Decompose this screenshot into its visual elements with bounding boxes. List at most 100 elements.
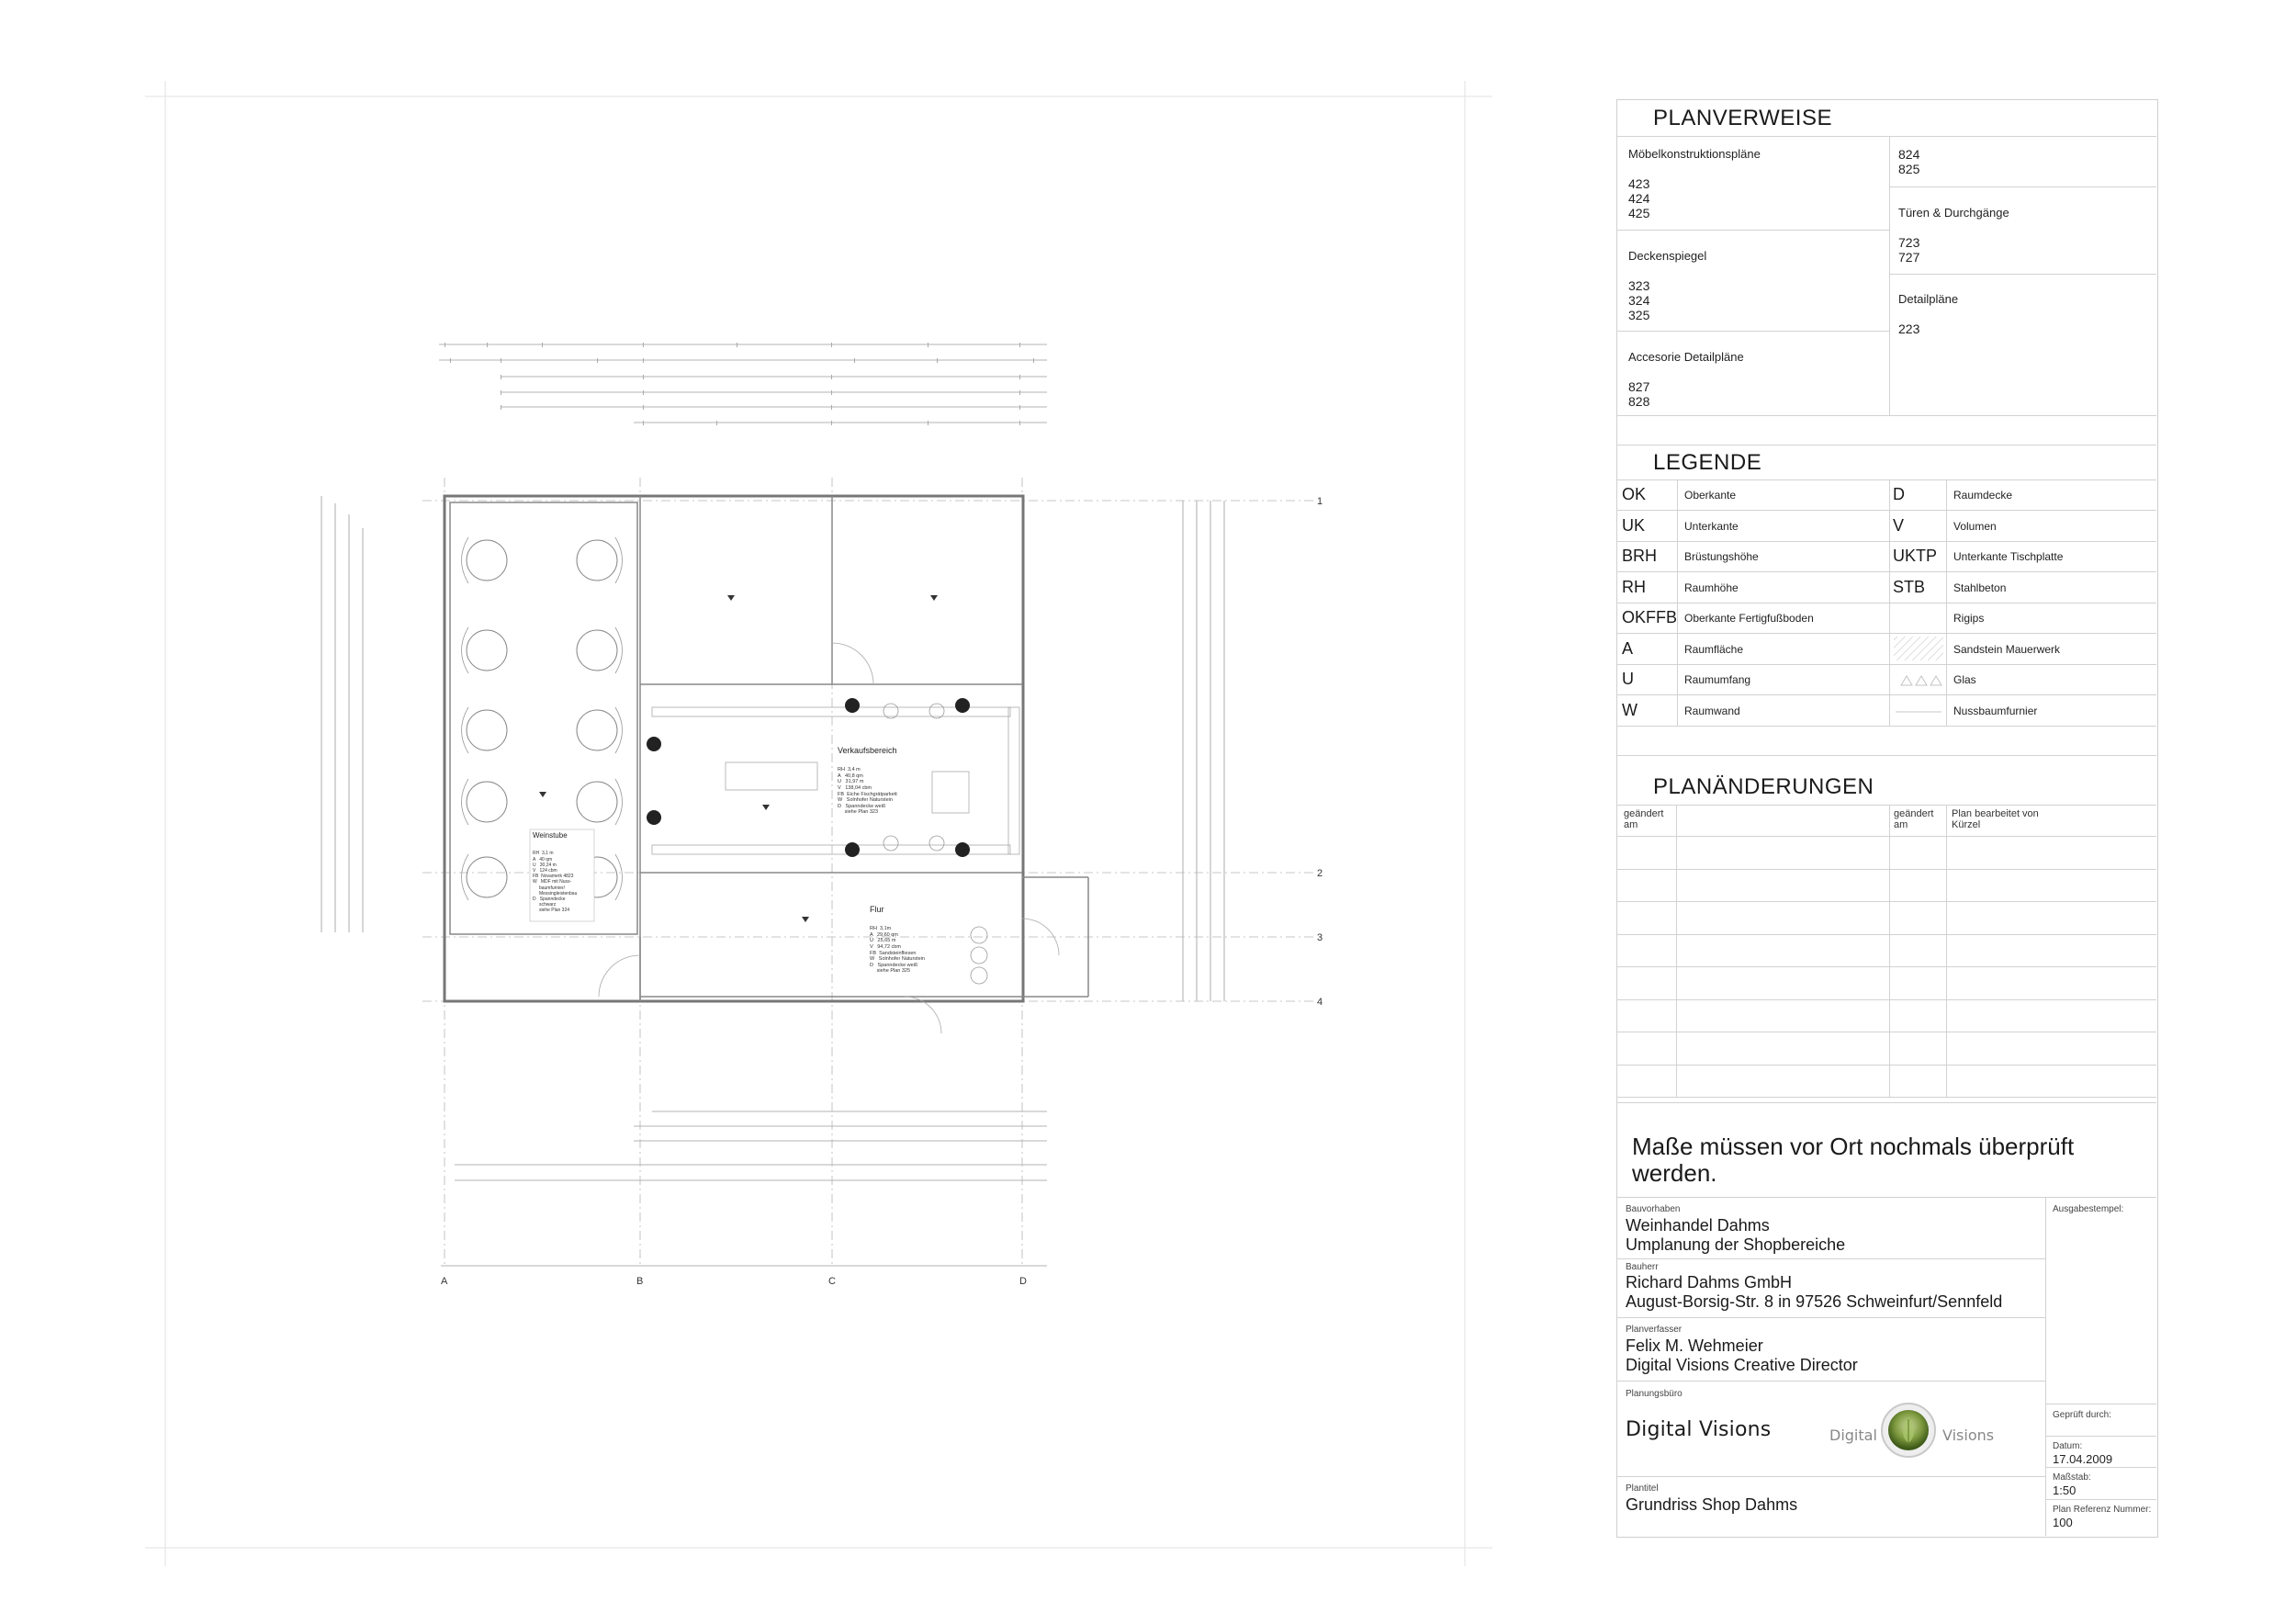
legende-abbr-uk: UK xyxy=(1622,516,1646,535)
room-name-weinstube: Weinstube xyxy=(533,831,568,840)
building-walls xyxy=(443,494,1025,1003)
planverweise-label-decke: Deckenspiegel xyxy=(1628,249,1707,263)
planaenderungen-title: PLANÄNDERUNGEN xyxy=(1653,774,1874,799)
legende-desc-nussbaum: Nussbaumfurnier xyxy=(1953,705,2038,717)
digital-visions-logo-text: Digital Visions xyxy=(1626,1418,1772,1441)
legende-abbr-a: A xyxy=(1622,639,1634,658)
legende-abbr-w: W xyxy=(1622,701,1638,719)
legende-desc-w: Raumwand xyxy=(1684,705,1740,717)
legende-desc-v: Volumen xyxy=(1953,520,1997,533)
weinstube-benches xyxy=(461,536,623,901)
legende-desc-okffb: Oberkante Fertigfußboden xyxy=(1684,612,1814,625)
legende-abbr-stb: STB xyxy=(1893,578,1926,596)
planverweise-label-accesorie: Accesorie Detailpläne xyxy=(1628,350,1744,364)
axis-letter-a: A xyxy=(441,1276,448,1287)
planverfasser-label: Planverfasser xyxy=(1626,1325,1683,1335)
side-dimension-chains xyxy=(321,496,1225,1001)
planaenderungen-col-bearbeitet: Plan bearbeitet von Kürzel xyxy=(1952,808,2039,830)
legende-desc-stb: Stahlbeton xyxy=(1953,581,2007,594)
plantitel-label: Plantitel xyxy=(1626,1483,1659,1494)
plant-symbols xyxy=(647,698,970,857)
datum-value: 17.04.2009 xyxy=(2053,1452,2113,1466)
bauherr-line-1: Richard Dahms GmbH xyxy=(1626,1273,1793,1291)
axis-letters: A B C D xyxy=(441,1276,1027,1287)
logo-word-visions: Visions xyxy=(1942,1427,1995,1444)
bauvorhaben-line-1: Weinhandel Dahms xyxy=(1626,1216,1770,1235)
bauvorhaben-label: Bauvorhaben xyxy=(1626,1204,1681,1214)
legende-desc-brh: Brüstungshöhe xyxy=(1684,550,1759,563)
planref-value: 100 xyxy=(2053,1516,2073,1529)
legende-desc-ok: Oberkante xyxy=(1684,489,1737,502)
plantitel-value: Grundriss Shop Dahms xyxy=(1626,1495,1798,1514)
planaenderungen-col-geaendert-1: geändert am xyxy=(1624,808,1664,830)
planverfasser-line-2: Digital Visions Creative Director xyxy=(1626,1356,1858,1374)
legende-desc-d: Raumdecke xyxy=(1953,489,2013,502)
interior-walls xyxy=(449,496,1089,1001)
axis-number-3: 3 xyxy=(1317,932,1322,943)
massstab-value: 1:50 xyxy=(2053,1483,2077,1497)
ausgabestempel-label: Ausgabestempel: xyxy=(2053,1204,2124,1214)
hall-fixtures xyxy=(883,703,988,985)
top-dimension-ticks xyxy=(445,343,1034,425)
legende-desc-rh: Raumhöhe xyxy=(1684,581,1739,594)
legende-abbr-okffb: OKFFB xyxy=(1622,608,1678,626)
legende-desc-uk: Unterkante xyxy=(1684,520,1739,533)
legende-abbr-d: D xyxy=(1893,485,1905,503)
weinstube-tables xyxy=(466,539,618,898)
bauherr-line-2: August-Borsig-Str. 8 in 97526 Schweinfur… xyxy=(1626,1292,2003,1311)
legende-abbr-ok: OK xyxy=(1622,485,1647,503)
room-name-flur: Flur xyxy=(870,905,884,914)
planverweise-numbers-detail: 223 xyxy=(1898,321,1920,336)
sales-shelving xyxy=(651,706,1020,855)
verification-note: Maße müssen vor Ort nochmals überprüft w… xyxy=(1632,1133,2075,1187)
planverweise-label-moebel: Möbelkonstruktionspläne xyxy=(1628,147,1761,161)
glass-swatch xyxy=(1900,675,1942,686)
leaf-logo-icon xyxy=(1881,1403,1936,1458)
room-stamp-frames xyxy=(529,829,595,922)
geprueft-label: Geprüft durch: xyxy=(2053,1410,2111,1420)
digital-visions-logo: Digital Visions xyxy=(1791,1396,2030,1470)
walnut-swatch xyxy=(1896,711,1941,713)
axis-letter-c: C xyxy=(828,1276,836,1287)
legende-desc-rigips: Rigips xyxy=(1953,612,1985,625)
axis-letter-d: D xyxy=(1019,1276,1027,1287)
datum-label: Datum: xyxy=(2053,1441,2083,1451)
bauherr-label: Bauherr xyxy=(1626,1262,1659,1272)
top-dimension-chains xyxy=(439,344,1047,423)
axis-number-4: 4 xyxy=(1317,997,1322,1008)
legende-desc-sandstein: Sandstein Mauerwerk xyxy=(1953,643,2061,656)
legende-desc-u: Raumumfang xyxy=(1684,673,1751,686)
logo-word-digital: Digital xyxy=(1829,1427,1877,1444)
legende-abbr-brh: BRH xyxy=(1622,547,1658,565)
title-panel xyxy=(1616,99,2158,1538)
legende-abbr-u: U xyxy=(1622,670,1634,688)
massstab-label: Maßstab: xyxy=(2053,1472,2091,1483)
planverfasser-line-1: Felix M. Wehmeier xyxy=(1626,1336,1763,1355)
axis-numbers: 1 2 3 4 xyxy=(1317,496,1322,1008)
legende-desc-a: Raumfläche xyxy=(1684,643,1744,656)
legende-abbr-rh: RH xyxy=(1622,578,1646,596)
axis-number-2: 2 xyxy=(1317,868,1322,879)
planref-label: Plan Referenz Nummer: xyxy=(2053,1505,2152,1515)
bottom-dimension-chains xyxy=(441,1111,1047,1267)
hatch-swatch xyxy=(1894,637,1943,660)
planverweise-label-detail: Detailpläne xyxy=(1898,292,1959,306)
legende-abbr-uktp: UKTP xyxy=(1893,547,1938,565)
planverweise-title: PLANVERWEISE xyxy=(1653,106,1832,130)
legende-desc-glas: Glas xyxy=(1953,673,1976,686)
sheet-frame xyxy=(145,81,1492,1566)
legende-abbr-v: V xyxy=(1893,516,1905,535)
bauvorhaben-line-2: Umplanung der Shopbereiche xyxy=(1626,1235,1846,1254)
axis-letter-b: B xyxy=(636,1276,643,1287)
